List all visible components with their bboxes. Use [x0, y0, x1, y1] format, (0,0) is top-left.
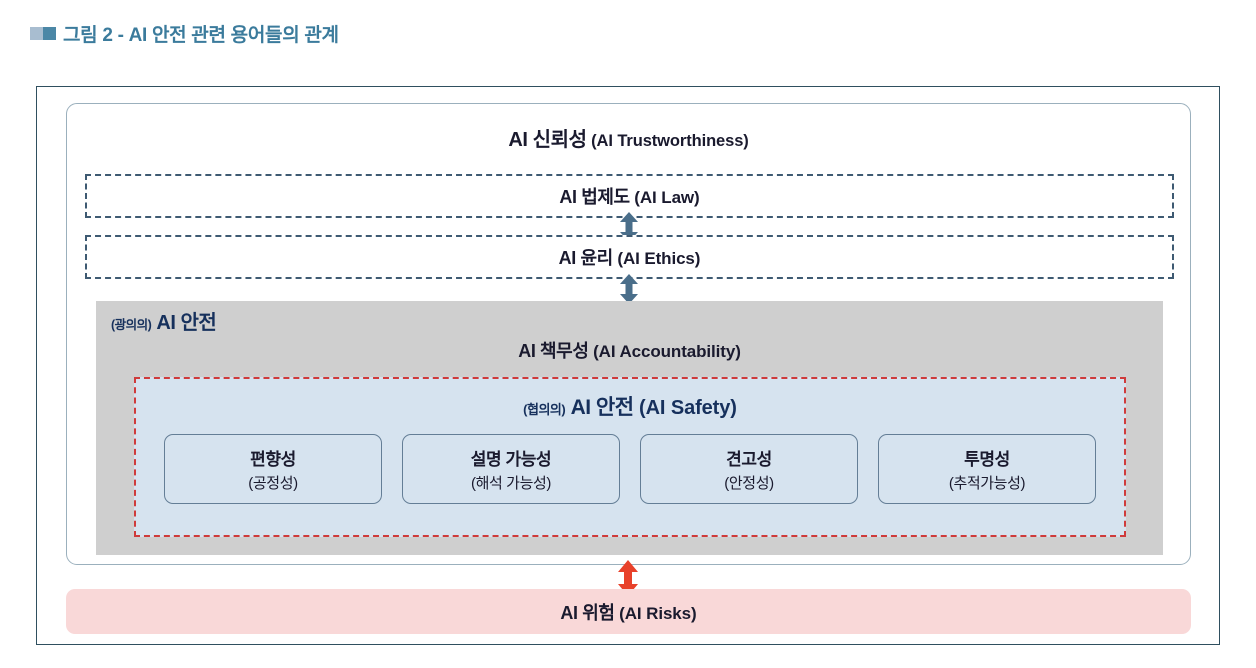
ai-risks-label-ko: AI 위험	[560, 602, 615, 623]
ai-accountability-label-en: (AI Accountability)	[593, 342, 741, 361]
attribute-sub-label: (추적가능성)	[948, 475, 1026, 492]
figure-frame: AI 신뢰성 (AI Trustworthiness) AI 법제도 (AI L…	[36, 86, 1220, 645]
ai-accountability-title: AI 책무성 (AI Accountability)	[96, 337, 1163, 363]
ai-risks-label-en: (AI Risks)	[619, 603, 697, 623]
attribute-main-label: 투명성	[964, 450, 1010, 469]
attribute-main-label: 설명 가능성	[470, 450, 552, 469]
narrow-ai-safety-title: (협의의) AI 안전 (AI Safety)	[136, 391, 1124, 421]
double-arrow-vertical-icon	[619, 274, 638, 304]
ai-accountability-label-ko: AI 책무성	[518, 341, 589, 361]
double-arrow-vertical-risk-icon	[618, 560, 638, 596]
ai-law-label-en: (AI Law)	[634, 188, 700, 207]
double-arrow-vertical-icon	[619, 212, 638, 242]
ai-law-label-ko: AI 법제도	[559, 187, 630, 207]
caption-marker-light-icon	[30, 27, 43, 40]
attribute-card-explainability[interactable]: 설명 가능성 (해석 가능성)	[402, 434, 620, 504]
ai-trustworthiness-title: AI 신뢰성 (AI Trustworthiness)	[67, 123, 1190, 152]
attribute-card-robustness[interactable]: 견고성 (안정성)	[640, 434, 858, 504]
narrow-ai-safety-qualifier: (협의의)	[523, 402, 566, 417]
ai-risks-title: AI 위험 (AI Risks)	[560, 599, 696, 625]
ai-ethics-label-ko: AI 윤리	[558, 248, 614, 268]
attribute-card-transparency[interactable]: 투명성 (추적가능성)	[878, 434, 1096, 504]
attribute-main-label: 편향성	[250, 450, 296, 469]
ai-law-title: AI 법제도 (AI Law)	[559, 183, 699, 209]
ai-ethics-title: AI 윤리 (AI Ethics)	[559, 244, 701, 270]
narrow-ai-safety-box: (협의의) AI 안전 (AI Safety) 편향성 (공정성) 설명 가능성…	[134, 377, 1126, 537]
figure-caption: 그림 2 - AI 안전 관련 용어들의 관계	[30, 20, 339, 47]
ai-safety-attributes-row: 편향성 (공정성) 설명 가능성 (해석 가능성) 견고성 (안정성) 투명성 …	[164, 434, 1096, 504]
broad-ai-safety-qualifier: (광의의)	[111, 318, 152, 332]
narrow-ai-safety-label-ko: AI 안전	[570, 396, 634, 419]
ai-trustworthiness-label-en: (AI Trustworthiness)	[591, 132, 749, 150]
narrow-ai-safety-label-en: (AI Safety)	[639, 397, 737, 419]
broad-ai-safety-label-ko: AI 안전	[156, 312, 217, 334]
attribute-main-label: 견고성	[726, 450, 772, 469]
ai-ethics-box: AI 윤리 (AI Ethics)	[85, 235, 1174, 279]
attribute-sub-label: (공정성)	[248, 475, 298, 492]
ai-trustworthiness-label-ko: AI 신뢰성	[508, 129, 587, 151]
ai-risks-box: AI 위험 (AI Risks)	[66, 589, 1191, 634]
broad-ai-safety-box: (광의의) AI 안전 AI 책무성 (AI Accountability) (…	[96, 301, 1163, 555]
ai-law-box: AI 법제도 (AI Law)	[85, 174, 1174, 218]
attribute-card-bias[interactable]: 편향성 (공정성)	[164, 434, 382, 504]
ai-trustworthiness-box: AI 신뢰성 (AI Trustworthiness) AI 법제도 (AI L…	[66, 103, 1191, 565]
broad-ai-safety-label: (광의의) AI 안전	[111, 306, 217, 335]
ai-ethics-label-en: (AI Ethics)	[617, 249, 701, 268]
attribute-sub-label: (해석 가능성)	[471, 475, 551, 492]
caption-marker-dark-icon	[43, 27, 56, 40]
caption-title: 그림 2 - AI 안전 관련 용어들의 관계	[63, 25, 339, 46]
attribute-sub-label: (안정성)	[724, 475, 774, 492]
